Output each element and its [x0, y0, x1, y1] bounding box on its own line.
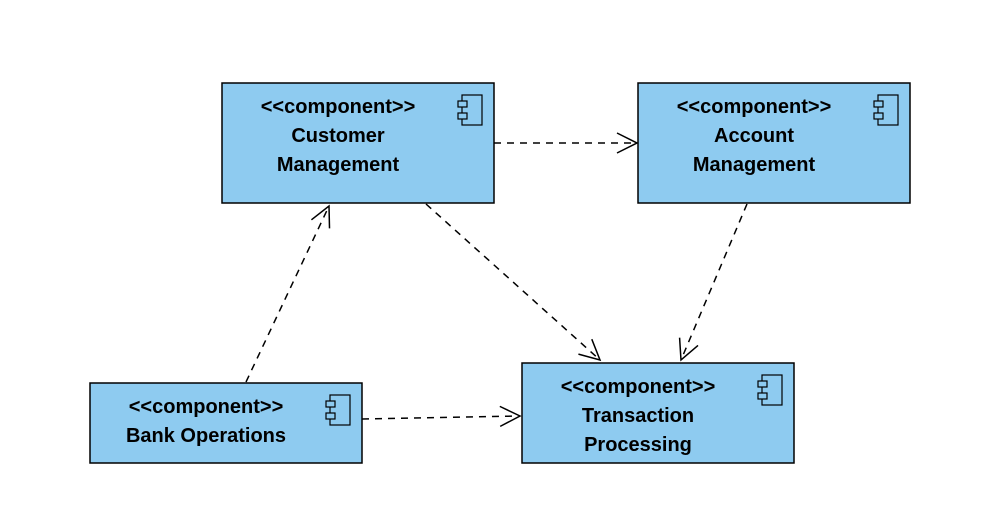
component-transaction-name-line-1: Processing [584, 434, 692, 456]
component-transaction-box [521, 362, 795, 464]
component-customer-name-line-1: Management [277, 154, 400, 176]
dependency-bank-to-customer[interactable] [245, 204, 331, 383]
component-icon [757, 374, 783, 406]
dependency-customer-to-account[interactable] [494, 132, 639, 154]
dependency-bank-to-transaction[interactable] [361, 405, 522, 428]
component-icon [873, 94, 899, 126]
open-arrowhead-icon [499, 405, 522, 428]
dependency-line [681, 203, 748, 359]
dependency-line [361, 415, 519, 420]
dependency-customer-to-transaction[interactable] [425, 203, 602, 362]
component-transaction-stereotype: <<component>> [561, 376, 716, 398]
component-account-stereotype: <<component>> [677, 96, 832, 118]
open-arrowhead-icon [578, 338, 602, 362]
open-arrowhead-icon [616, 132, 639, 154]
component-account-name-line-1: Management [693, 154, 816, 176]
component-account-box [637, 82, 911, 204]
component-bank-box [89, 382, 363, 464]
component-customer-box [221, 82, 495, 204]
open-arrowhead-icon [678, 337, 699, 362]
component-customer-stereotype: <<component>> [261, 96, 416, 118]
component-bank[interactable]: <<component>> Bank Operations [89, 382, 363, 464]
dependency-account-to-transaction[interactable] [678, 203, 748, 362]
open-arrowhead-icon [310, 204, 331, 229]
component-bank-stereotype: <<component>> [129, 396, 284, 418]
component-icon [457, 94, 483, 126]
component-customer-name-line-0: Customer [291, 125, 385, 147]
component-transaction-name-line-0: Transaction [582, 405, 694, 427]
dependency-line [425, 203, 600, 360]
component-icon [325, 394, 351, 426]
component-account-name-line-0: Account [714, 125, 794, 147]
component-boxes: <<component>>CustomerManagement<<compone… [89, 82, 911, 464]
dependency-line [245, 207, 329, 383]
dependency-connectors [245, 132, 748, 428]
component-bank-name-line-0: Bank Operations [126, 425, 286, 447]
